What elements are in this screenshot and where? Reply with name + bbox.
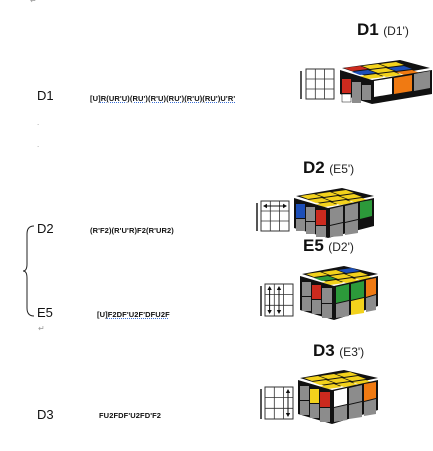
case-label-e5: E5 [37,305,53,320]
pattern-diagram-e5 [260,283,294,317]
case-label-d1: D1 [37,88,54,103]
cube-image-d2 [294,188,374,238]
algorithm-d2: (R'F2)(R'U'R)F2(R'UR2) [90,226,174,235]
case-label-d2: D2 [37,221,54,236]
case-title-d1: D1 (D1') [357,20,409,40]
case-title-e5: E5 (D2') [303,236,354,256]
pattern-diagram-d2 [256,200,290,232]
algorithm-e5: [U]F2DF'U2F'DFU2F [97,310,170,319]
margin-mark: ↵ [38,324,45,333]
margin-mark: . [37,118,40,127]
paragraph-mark: ↵ [30,0,37,5]
algorithm-prefix: [U] [90,94,101,103]
algorithm-d3: FU2FDF'U2FD'F2 [99,411,162,420]
cube-image-e5 [300,266,378,320]
algorithm-d1: [U]R(UR'U)(RU')(R'U)(RU')(R'U)(RU')U'R' [90,94,235,103]
case-title-main: D2 [303,158,325,177]
case-title-alt: (E3') [339,345,365,359]
case-title-main: D3 [313,341,335,360]
algorithm-body: F2DF'U2F'DFU2F [107,310,170,319]
algorithm-prefix: [U] [97,310,108,319]
case-title-main: D1 [357,20,379,39]
cube-image-d3 [298,370,378,424]
case-title-alt: (E5') [329,162,355,176]
case-label-d3: D3 [37,407,54,422]
pattern-diagram-d1 [300,68,335,100]
case-title-alt: (D1') [383,24,409,38]
case-title-d3: D3 (E3') [313,341,364,361]
cube-image-d1 [340,60,432,104]
case-title-main: E5 [303,236,324,255]
case-title-d2: D2 (E5') [303,158,354,178]
group-bracket [22,225,35,317]
pattern-diagram-d3 [260,386,294,420]
margin-mark: . [37,140,40,149]
algorithm-body: R(UR'U)(RU')(R'U)(RU')(R'U)(RU')U'R' [100,94,236,103]
case-title-alt: (D2') [328,240,354,254]
